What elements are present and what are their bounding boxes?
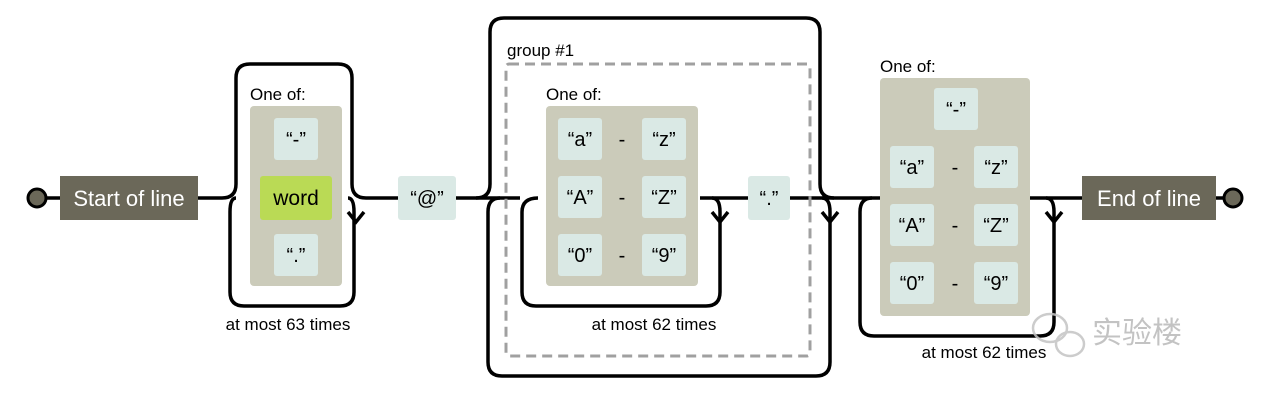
end-bulb xyxy=(1222,187,1244,209)
set2-repeat-label: at most 62 times xyxy=(592,315,717,334)
set2-title: One of: xyxy=(546,85,602,104)
set1-word-class xyxy=(260,176,332,220)
end-of-line-label: End of line xyxy=(1097,186,1201,211)
set1-dot-literal xyxy=(274,234,318,276)
set1-dash-literal xyxy=(274,118,318,160)
set2-range-3-sep: - xyxy=(619,245,626,267)
set1-dot-text: “.” xyxy=(287,245,306,267)
set3-repeat-label: at most 62 times xyxy=(922,343,1047,362)
one-of-set-3: One of: “-” “a” - “z” “A” - “Z” “0” - “9… xyxy=(880,57,1046,362)
set2-range-1-from: “a” xyxy=(568,129,592,151)
set2-range-2-from: “A” xyxy=(567,187,594,209)
set3-range-1-sep: - xyxy=(952,157,959,179)
one-of-set-1: One of: “-” word “.” at most 63 times xyxy=(226,85,351,334)
group-title: group #1 xyxy=(507,41,574,60)
at-literal-text: “@” xyxy=(410,188,444,210)
watermark: 实验楼 xyxy=(1031,312,1182,358)
connector-lines xyxy=(46,16,1228,378)
dot-literal xyxy=(748,176,790,220)
set1-dash-text: “-” xyxy=(286,129,306,151)
watermark-text: 实验楼 xyxy=(1092,316,1182,351)
group-dashed-border xyxy=(504,62,812,358)
start-of-line-node: Start of line xyxy=(60,176,198,220)
set1-word-text: word xyxy=(272,187,319,210)
dot-literal-text: “.” xyxy=(760,188,779,210)
set1-title: One of: xyxy=(250,85,306,104)
set3-title: One of: xyxy=(880,57,936,76)
set3-range-2-from: “A” xyxy=(899,215,926,237)
wechat-logo-icon xyxy=(1031,312,1086,358)
set3-range-3-to: “9” xyxy=(984,273,1008,295)
at-literal: “@” xyxy=(398,176,456,220)
group-1: group #1 One of: “a” - “z” “A” - “Z” “0”… xyxy=(504,41,812,358)
set2-range-3-to: “9” xyxy=(652,245,676,267)
set3-range-1-to: “z” xyxy=(984,157,1007,179)
set3-range-3-sep: - xyxy=(952,273,959,295)
set2-range-1-to: “z” xyxy=(652,129,675,151)
set3-range-1-from: “a” xyxy=(900,157,924,179)
set2-range-3-from: “0” xyxy=(568,245,592,267)
set2-range-2-to: “Z” xyxy=(651,187,677,209)
set3-dash-text: “-” xyxy=(946,99,966,121)
set2-range-2-sep: - xyxy=(619,187,626,209)
set2-range-1-sep: - xyxy=(619,129,626,151)
set3-range-3-from: “0” xyxy=(900,273,924,295)
set1-repeat-label: at most 63 times xyxy=(226,315,351,334)
set3-range-2-sep: - xyxy=(952,215,959,237)
start-of-line-label: Start of line xyxy=(73,186,184,211)
end-of-line-node: End of line xyxy=(1082,176,1216,220)
start-bulb xyxy=(26,187,48,209)
set3-range-2-to: “Z” xyxy=(983,215,1009,237)
